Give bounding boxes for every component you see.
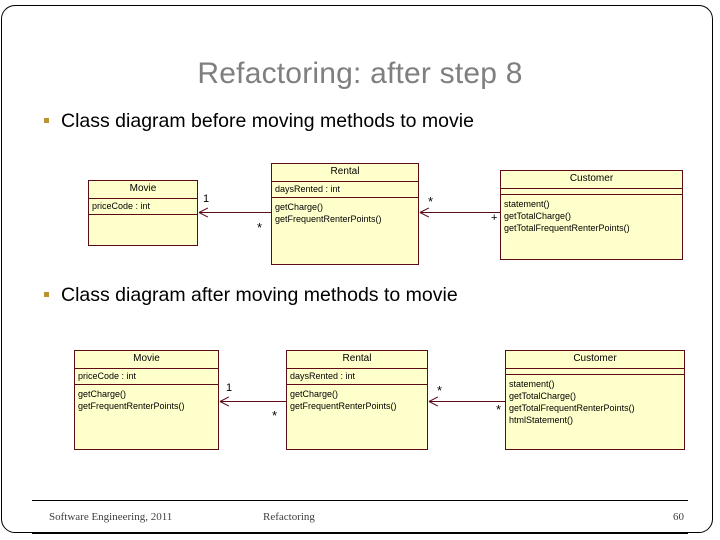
multiplicity-source-plus-before: +	[491, 212, 498, 224]
multiplicity-source-star-before: *	[257, 220, 263, 235]
arrow-stroke	[419, 212, 430, 218]
footer-topic-label: Refactoring	[263, 511, 315, 523]
multiplicity-source-star-after: *	[272, 408, 278, 423]
class-name-customer: Customer	[506, 351, 684, 369]
operation-row: getFrequentRenterPoints()	[290, 401, 397, 411]
multiplicity-target-star-before: *	[428, 194, 434, 209]
class-operations-customer: statement() getTotalCharge() getTotalFre…	[506, 375, 684, 428]
bullet-before: Class diagram before moving methods to m…	[44, 110, 474, 133]
operation-row: htmlStatement()	[509, 415, 574, 425]
attribute-row: daysRented : int	[290, 371, 356, 381]
multiplicity-target-star-after: *	[437, 383, 443, 398]
arrowhead-icon	[198, 207, 209, 218]
class-box-rental-after[interactable]: Rental daysRented : int getCharge() getF…	[286, 350, 428, 450]
association-customer-rental-before	[421, 212, 500, 213]
class-attributes-movie: priceCode : int	[75, 369, 218, 385]
arrow-stroke	[428, 401, 439, 407]
footer-course-label: Software Engineering, 2011	[49, 511, 173, 523]
operation-row: getCharge()	[275, 202, 324, 212]
class-name-customer: Customer	[501, 171, 682, 189]
operation-row: statement()	[509, 379, 555, 389]
class-operations-movie: getCharge() getFrequentRenterPoints()	[75, 385, 218, 414]
class-attributes-movie: priceCode : int	[89, 199, 197, 215]
footer-divider-bottom	[32, 532, 688, 534]
page-title: Refactoring: after step 8	[197, 57, 523, 90]
attribute-row: priceCode : int	[78, 371, 137, 381]
arrowhead-icon	[428, 396, 439, 407]
operation-row: getFrequentRenterPoints()	[78, 401, 185, 411]
operation-row: getCharge()	[290, 389, 339, 399]
association-rental-movie-after	[221, 401, 287, 402]
class-operations-movie	[89, 215, 197, 220]
class-name-movie: Movie	[89, 181, 197, 199]
bullet-after: Class diagram after moving methods to mo…	[44, 284, 458, 307]
bullet-before-label: Class diagram before moving methods to m…	[61, 110, 474, 132]
operation-row: statement()	[504, 199, 550, 209]
class-operations-customer: statement() getTotalCharge() getTotalFre…	[501, 195, 682, 236]
arrow-stroke	[219, 401, 230, 407]
class-attributes-customer	[506, 369, 684, 375]
class-box-movie-after[interactable]: Movie priceCode : int getCharge() getFre…	[74, 350, 219, 450]
bullet-after-label: Class diagram after moving methods to mo…	[61, 284, 458, 306]
attribute-row: priceCode : int	[92, 201, 151, 211]
class-name-movie: Movie	[75, 351, 218, 369]
class-attributes-customer	[501, 189, 682, 195]
operation-row: getCharge()	[78, 389, 127, 399]
class-attributes-rental: daysRented : int	[287, 369, 427, 385]
multiplicity-source-star2-after: *	[496, 402, 502, 417]
class-name-rental: Rental	[272, 164, 418, 182]
class-box-customer-after[interactable]: Customer statement() getTotalCharge() ge…	[505, 350, 685, 450]
class-box-customer-before[interactable]: Customer statement() getTotalCharge() ge…	[500, 170, 683, 260]
operation-row: getTotalFrequentRenterPoints()	[509, 403, 635, 413]
operation-row: getFrequentRenterPoints()	[275, 214, 382, 224]
footer-page-number: 60	[673, 511, 684, 523]
operation-row: getTotalCharge()	[509, 391, 577, 401]
class-box-rental-before[interactable]: Rental daysRented : int getCharge() getF…	[271, 163, 419, 265]
association-rental-movie-before	[200, 212, 272, 213]
class-attributes-rental: daysRented : int	[272, 182, 418, 198]
class-operations-rental: getCharge() getFrequentRenterPoints()	[287, 385, 427, 414]
bullet-marker-icon	[44, 292, 49, 297]
class-box-movie-before[interactable]: Movie priceCode : int	[88, 180, 198, 246]
multiplicity-target-1-before: 1	[203, 193, 210, 205]
multiplicity-target-1-after: 1	[226, 382, 233, 394]
bullet-marker-icon	[44, 118, 49, 123]
attribute-row: daysRented : int	[275, 184, 341, 194]
class-name-rental: Rental	[287, 351, 427, 369]
arrowhead-icon	[219, 396, 230, 407]
operation-row: getTotalCharge()	[504, 211, 572, 221]
arrowhead-icon	[419, 207, 430, 218]
operation-row: getTotalFrequentRenterPoints()	[504, 223, 630, 233]
class-operations-rental: getCharge() getFrequentRenterPoints()	[272, 198, 418, 227]
footer-divider-top	[32, 500, 688, 501]
arrow-stroke	[198, 212, 209, 218]
association-customer-rental-after	[430, 401, 505, 402]
